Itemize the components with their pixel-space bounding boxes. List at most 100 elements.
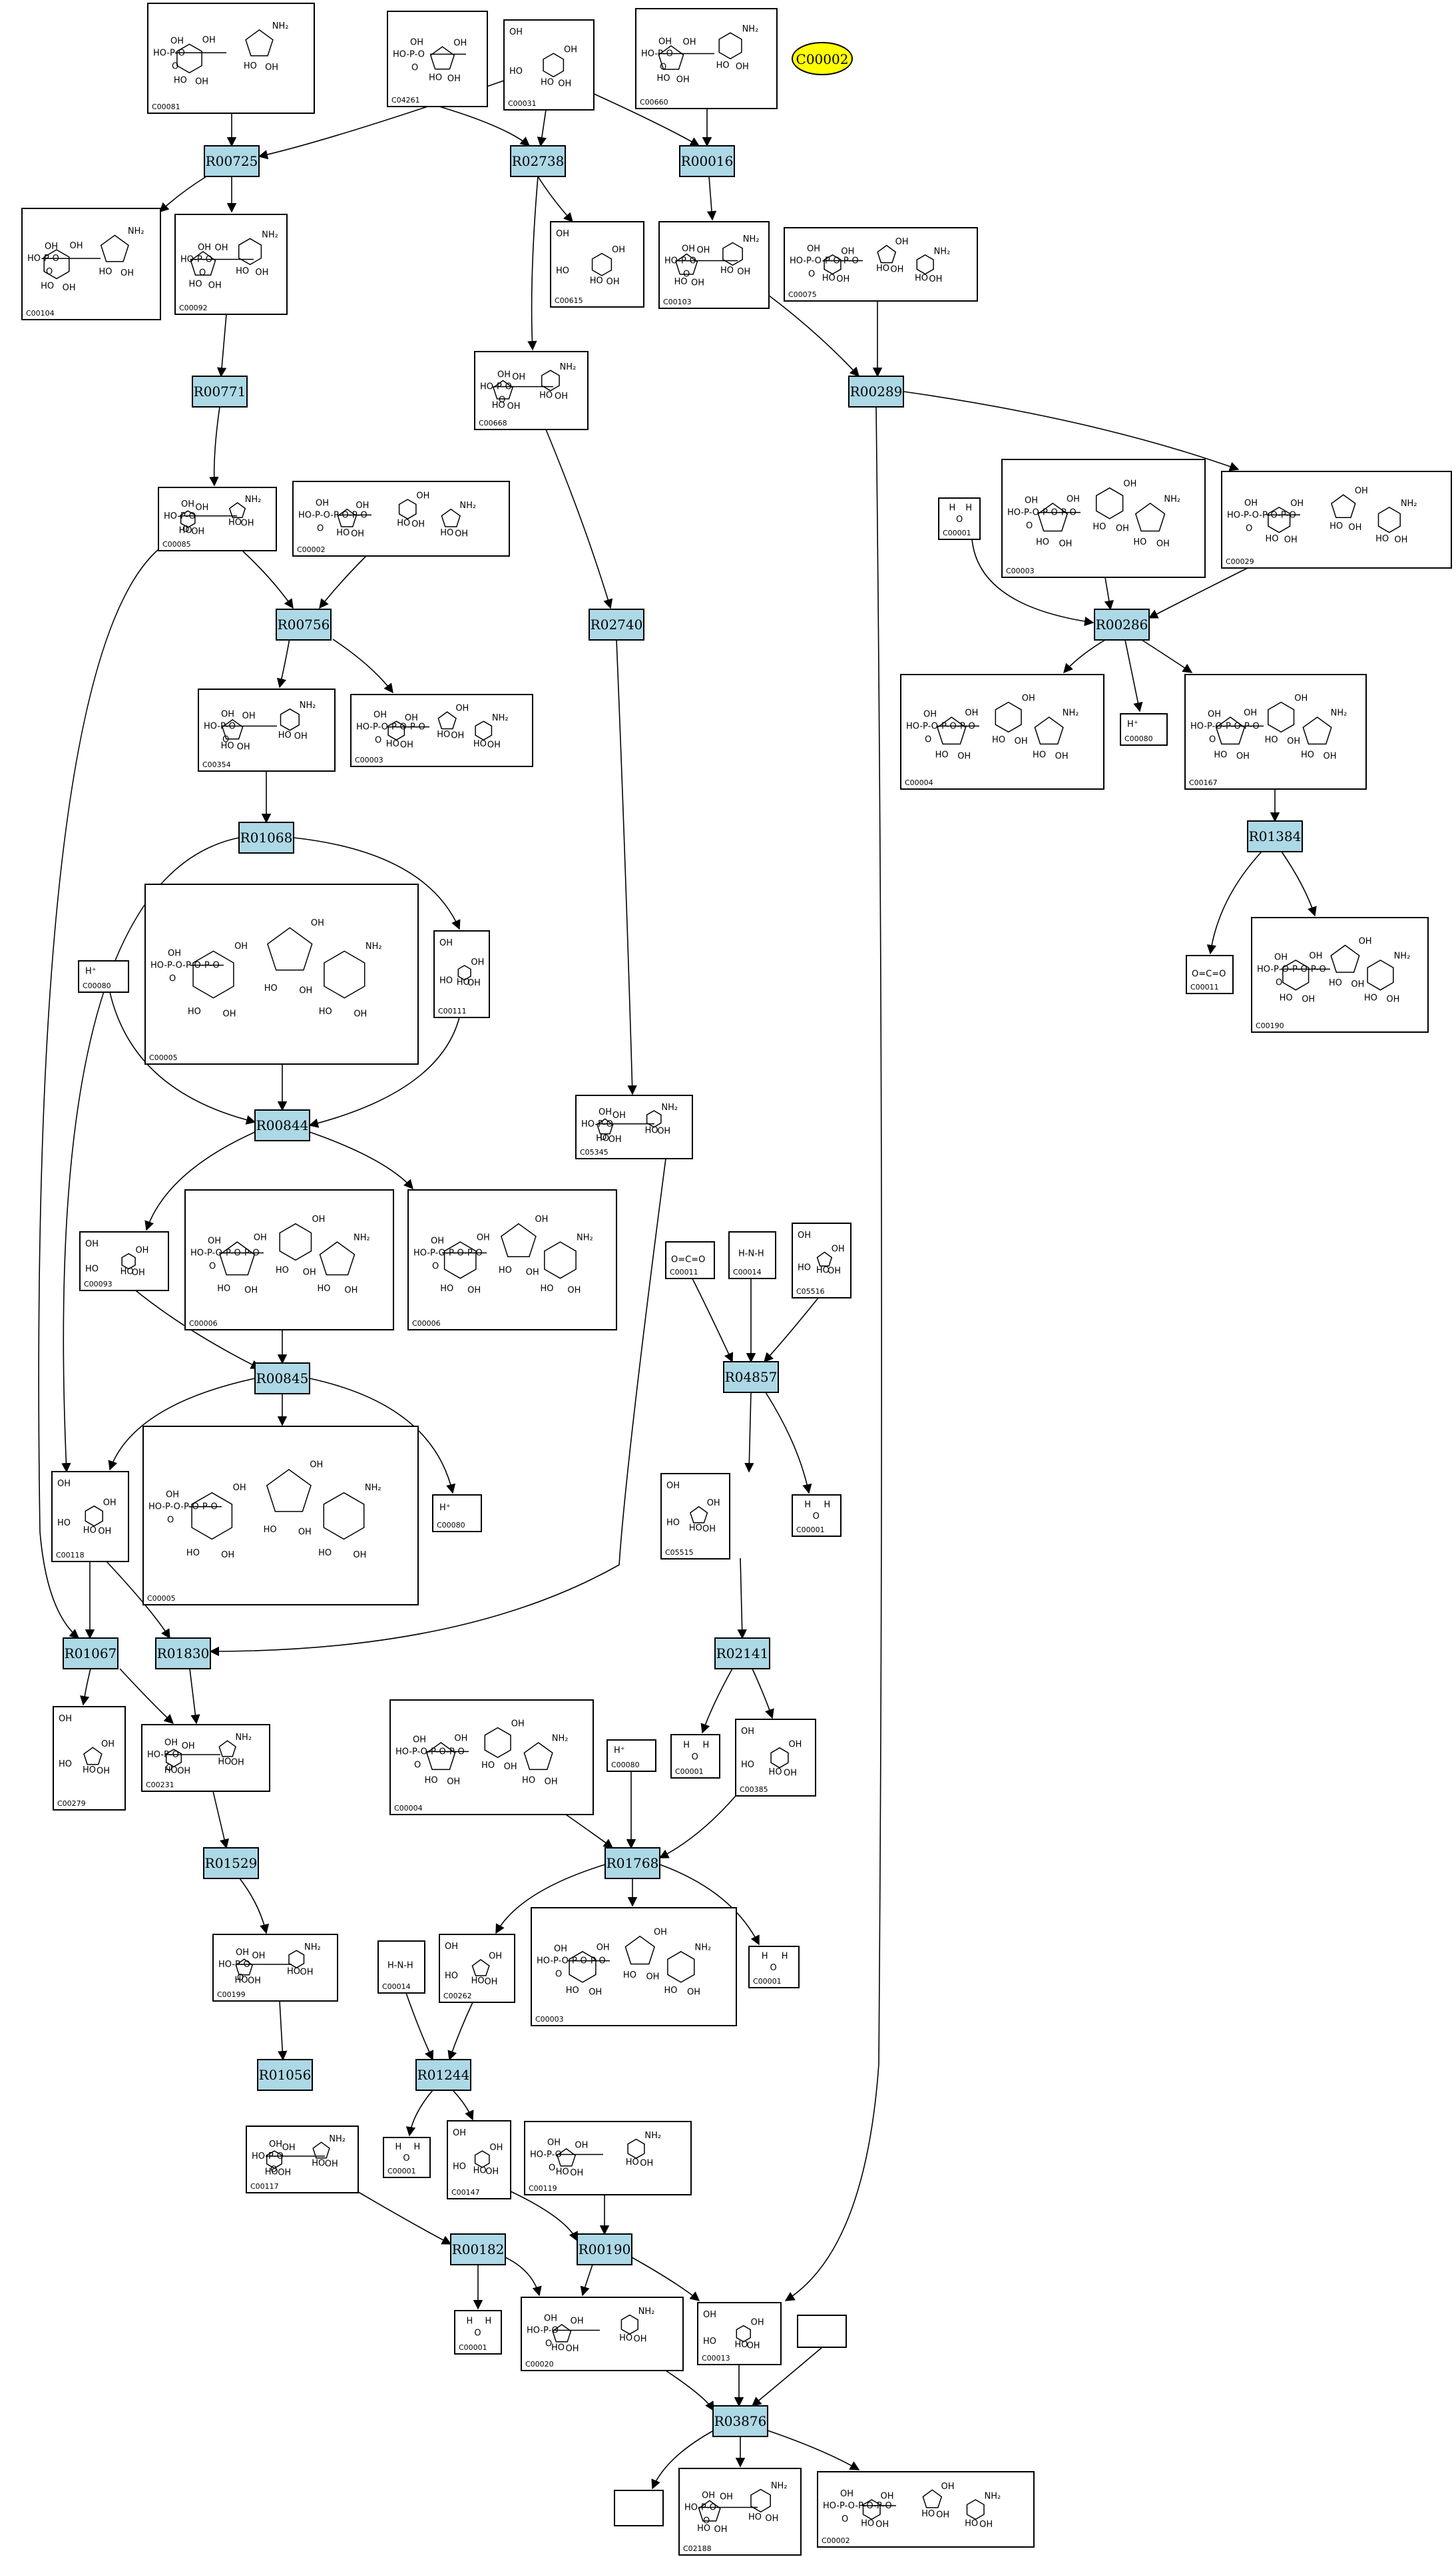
reaction-node[interactable]: R01068 [238,822,294,854]
compound-box[interactable] [383,2137,431,2178]
reaction-box[interactable] [192,376,248,408]
reaction-box[interactable] [723,1361,779,1393]
reaction-box[interactable] [257,2059,313,2091]
compound-box[interactable] [51,1471,129,1562]
reaction-box[interactable] [605,1847,660,1879]
compound-box[interactable] [697,2302,782,2365]
compound-box[interactable] [938,497,981,540]
reaction-box[interactable] [712,2405,768,2437]
reaction-node[interactable]: R00756 [276,609,332,641]
compound-box[interactable] [184,1189,394,1330]
compound-box[interactable] [1186,955,1234,994]
compound-node[interactable] [614,2490,664,2526]
compound-box[interactable] [575,1095,693,1159]
compound-box[interactable] [665,1241,715,1279]
reaction-node[interactable]: R01529 [203,1847,259,1879]
compound-box[interactable] [147,3,315,114]
reaction-box[interactable] [63,1637,119,1669]
reaction-node[interactable]: R01830 [155,1637,211,1669]
compound-box[interactable] [1001,459,1206,578]
compound-box[interactable] [447,2120,511,2199]
compound-box[interactable] [432,1494,482,1532]
reaction-box[interactable] [1247,820,1303,852]
reaction-node[interactable]: R01384 [1247,820,1303,852]
compound-box[interactable] [670,1734,720,1779]
compound-box[interactable] [817,2471,1035,2548]
compound-box[interactable] [389,1699,594,1815]
compound-box[interactable] [78,960,129,993]
compound-box[interactable] [141,1724,270,1792]
compound-box[interactable] [1251,917,1429,1033]
compound-box[interactable] [900,674,1104,790]
compound-box[interactable] [635,8,778,109]
compound-box[interactable] [1184,674,1367,790]
compound-box[interactable] [607,1739,656,1772]
compound-box[interactable] [377,1940,425,1994]
compound-box[interactable] [144,884,419,1065]
compound-node[interactable]: H⁺C00080 [78,960,129,993]
compound-box[interactable] [79,1231,169,1291]
reaction-node[interactable]: R00725 [204,145,260,177]
reaction-box[interactable] [203,1847,259,1879]
compound-box[interactable] [735,1719,816,1797]
reaction-box[interactable] [577,2233,632,2265]
compound-box[interactable] [1120,713,1168,746]
compound-box[interactable] [198,689,336,772]
compound-box[interactable] [503,19,595,111]
reaction-node[interactable]: R00190 [577,2233,632,2265]
reaction-box[interactable] [238,822,294,854]
highlight-ellipse[interactable] [792,42,853,75]
compound-box[interactable] [439,1934,515,2003]
compound-node[interactable]: H⁺C00080 [607,1739,656,1772]
reaction-node[interactable]: R03876 [712,2405,768,2437]
compound-box[interactable] [292,481,510,557]
compound-box[interactable] [21,208,161,320]
compound-box[interactable] [678,2468,802,2556]
compound-box[interactable] [550,221,644,308]
compound-box[interactable] [387,11,488,107]
reaction-node[interactable]: R02740 [589,609,644,641]
reaction-node[interactable]: R00845 [254,1362,310,1394]
reaction-node[interactable]: R00771 [192,376,248,408]
reaction-box[interactable] [510,145,566,177]
compound-box[interactable] [454,2310,502,2355]
compound-box[interactable] [524,2121,692,2195]
compound-box[interactable] [521,2297,684,2371]
